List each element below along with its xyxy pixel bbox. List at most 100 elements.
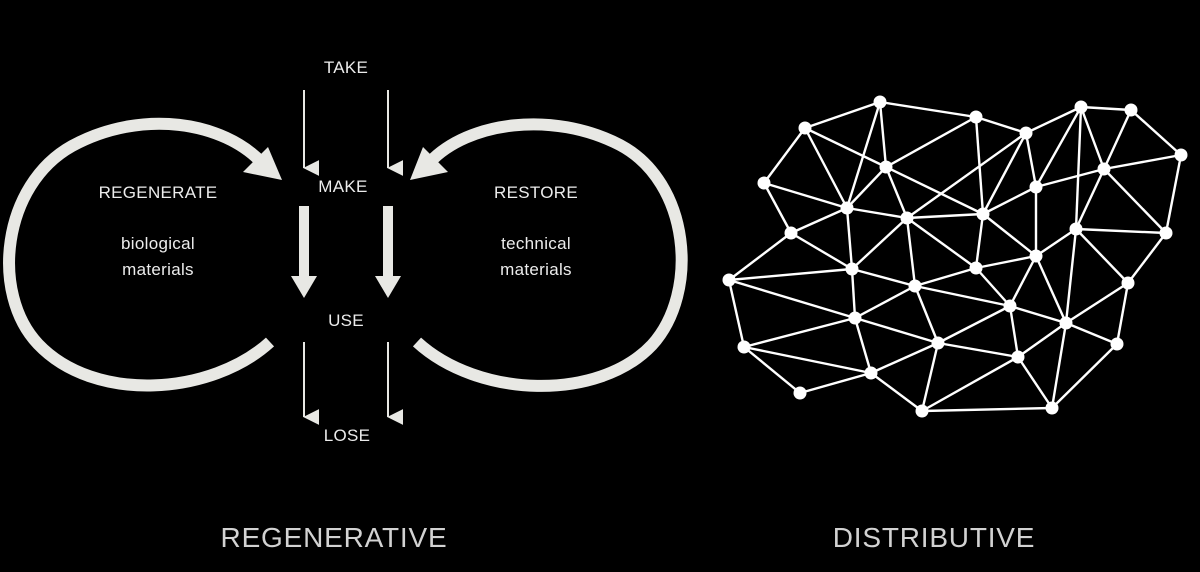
network-node bbox=[1069, 222, 1083, 236]
network-edge bbox=[982, 213, 1037, 257]
network-edge bbox=[790, 206, 848, 235]
network-edge bbox=[851, 217, 908, 270]
network-edge bbox=[1080, 105, 1132, 112]
network-edge bbox=[921, 406, 1053, 413]
network-edge bbox=[1017, 356, 1053, 409]
restore-arrowhead bbox=[410, 147, 448, 180]
network-edge bbox=[1050, 322, 1068, 409]
network-node bbox=[737, 340, 751, 354]
use-label: USE bbox=[328, 311, 364, 330]
network-edge bbox=[879, 100, 977, 119]
network-edge bbox=[763, 181, 848, 210]
network-node bbox=[845, 262, 859, 276]
network-node bbox=[1029, 249, 1043, 263]
network-node bbox=[1110, 337, 1124, 351]
network-edge bbox=[790, 231, 853, 271]
network-node bbox=[1059, 316, 1073, 330]
network-edge bbox=[975, 254, 1037, 270]
restore-title: RESTORE bbox=[494, 183, 578, 202]
network-edge bbox=[974, 213, 985, 269]
network-edge bbox=[1065, 321, 1118, 346]
network-node bbox=[1011, 350, 1025, 364]
network-edge bbox=[743, 346, 801, 394]
network-edge bbox=[921, 355, 1019, 413]
network-node bbox=[722, 273, 736, 287]
network-edge bbox=[799, 371, 872, 395]
network-node bbox=[969, 110, 983, 124]
network-edge bbox=[937, 341, 1019, 359]
network-edge bbox=[762, 182, 793, 234]
network-node bbox=[1074, 100, 1088, 114]
network-edge bbox=[727, 279, 746, 348]
network-node bbox=[840, 201, 854, 215]
network-edge bbox=[1127, 232, 1167, 284]
linear-arrows bbox=[291, 90, 404, 425]
biological-materials-label: biological materials bbox=[121, 231, 195, 283]
network-edge bbox=[851, 267, 916, 288]
technical-line: technical bbox=[501, 234, 571, 253]
network-node bbox=[915, 404, 929, 418]
network-edge bbox=[981, 132, 1028, 215]
regenerate-loop-arc bbox=[3, 117, 275, 392]
network-node bbox=[1045, 401, 1059, 415]
network-edge bbox=[885, 115, 977, 169]
network-edge bbox=[1017, 322, 1067, 358]
network-edge bbox=[1164, 154, 1183, 234]
network-edge bbox=[914, 266, 977, 288]
make-label: MAKE bbox=[318, 177, 368, 196]
network-edge bbox=[1065, 281, 1129, 325]
network-edge bbox=[1035, 228, 1077, 257]
restore-loop bbox=[410, 118, 688, 392]
network-edge bbox=[1008, 305, 1020, 358]
network-node bbox=[1159, 226, 1173, 240]
network-edge bbox=[854, 316, 939, 345]
regenerate-title: REGENERATE bbox=[98, 183, 218, 202]
network-edge bbox=[845, 207, 854, 270]
network-edge bbox=[906, 217, 977, 269]
network-edge bbox=[1025, 105, 1082, 135]
network-node bbox=[873, 95, 887, 109]
network-edge bbox=[1130, 109, 1182, 156]
network-edge bbox=[854, 284, 916, 320]
take-label: TAKE bbox=[323, 58, 369, 77]
network-edge bbox=[743, 316, 856, 349]
network-edge bbox=[905, 217, 917, 287]
network-node bbox=[757, 176, 771, 190]
network-edge bbox=[920, 342, 940, 412]
network-node bbox=[793, 386, 807, 400]
network-edge bbox=[1008, 255, 1038, 307]
network-edge bbox=[1034, 255, 1068, 324]
network-node bbox=[1121, 276, 1135, 290]
network-edge bbox=[878, 101, 888, 168]
network-edge bbox=[1034, 106, 1083, 188]
network-edge bbox=[906, 212, 984, 220]
network-edge bbox=[1074, 106, 1083, 230]
network-edge bbox=[1009, 304, 1067, 325]
network-edge bbox=[1051, 343, 1118, 409]
materials-line-right: materials bbox=[500, 260, 572, 279]
regenerate-arrowhead bbox=[243, 147, 282, 180]
make-arrow-right bbox=[375, 206, 401, 298]
network-edge bbox=[763, 127, 806, 184]
network-edge bbox=[913, 285, 940, 344]
network-edge bbox=[1075, 228, 1129, 284]
network-edge bbox=[937, 304, 1011, 345]
technical-materials-label: technical materials bbox=[500, 231, 572, 283]
network-edge bbox=[1103, 153, 1182, 171]
materials-line-left: materials bbox=[122, 260, 194, 279]
network-node bbox=[931, 336, 945, 350]
network-edge bbox=[914, 284, 1011, 308]
regenerate-loop bbox=[3, 117, 282, 392]
network-node bbox=[1003, 299, 1017, 313]
network-node bbox=[879, 160, 893, 174]
network-node bbox=[969, 261, 983, 275]
network-node bbox=[864, 366, 878, 380]
network-node bbox=[1019, 126, 1033, 140]
network-edge bbox=[850, 268, 857, 319]
make-arrow-left bbox=[291, 206, 317, 298]
network-edge bbox=[1064, 228, 1078, 324]
network-edge bbox=[804, 126, 887, 169]
network-edge bbox=[975, 115, 1027, 135]
distributive-caption: DISTRIBUTIVE bbox=[832, 522, 1036, 553]
